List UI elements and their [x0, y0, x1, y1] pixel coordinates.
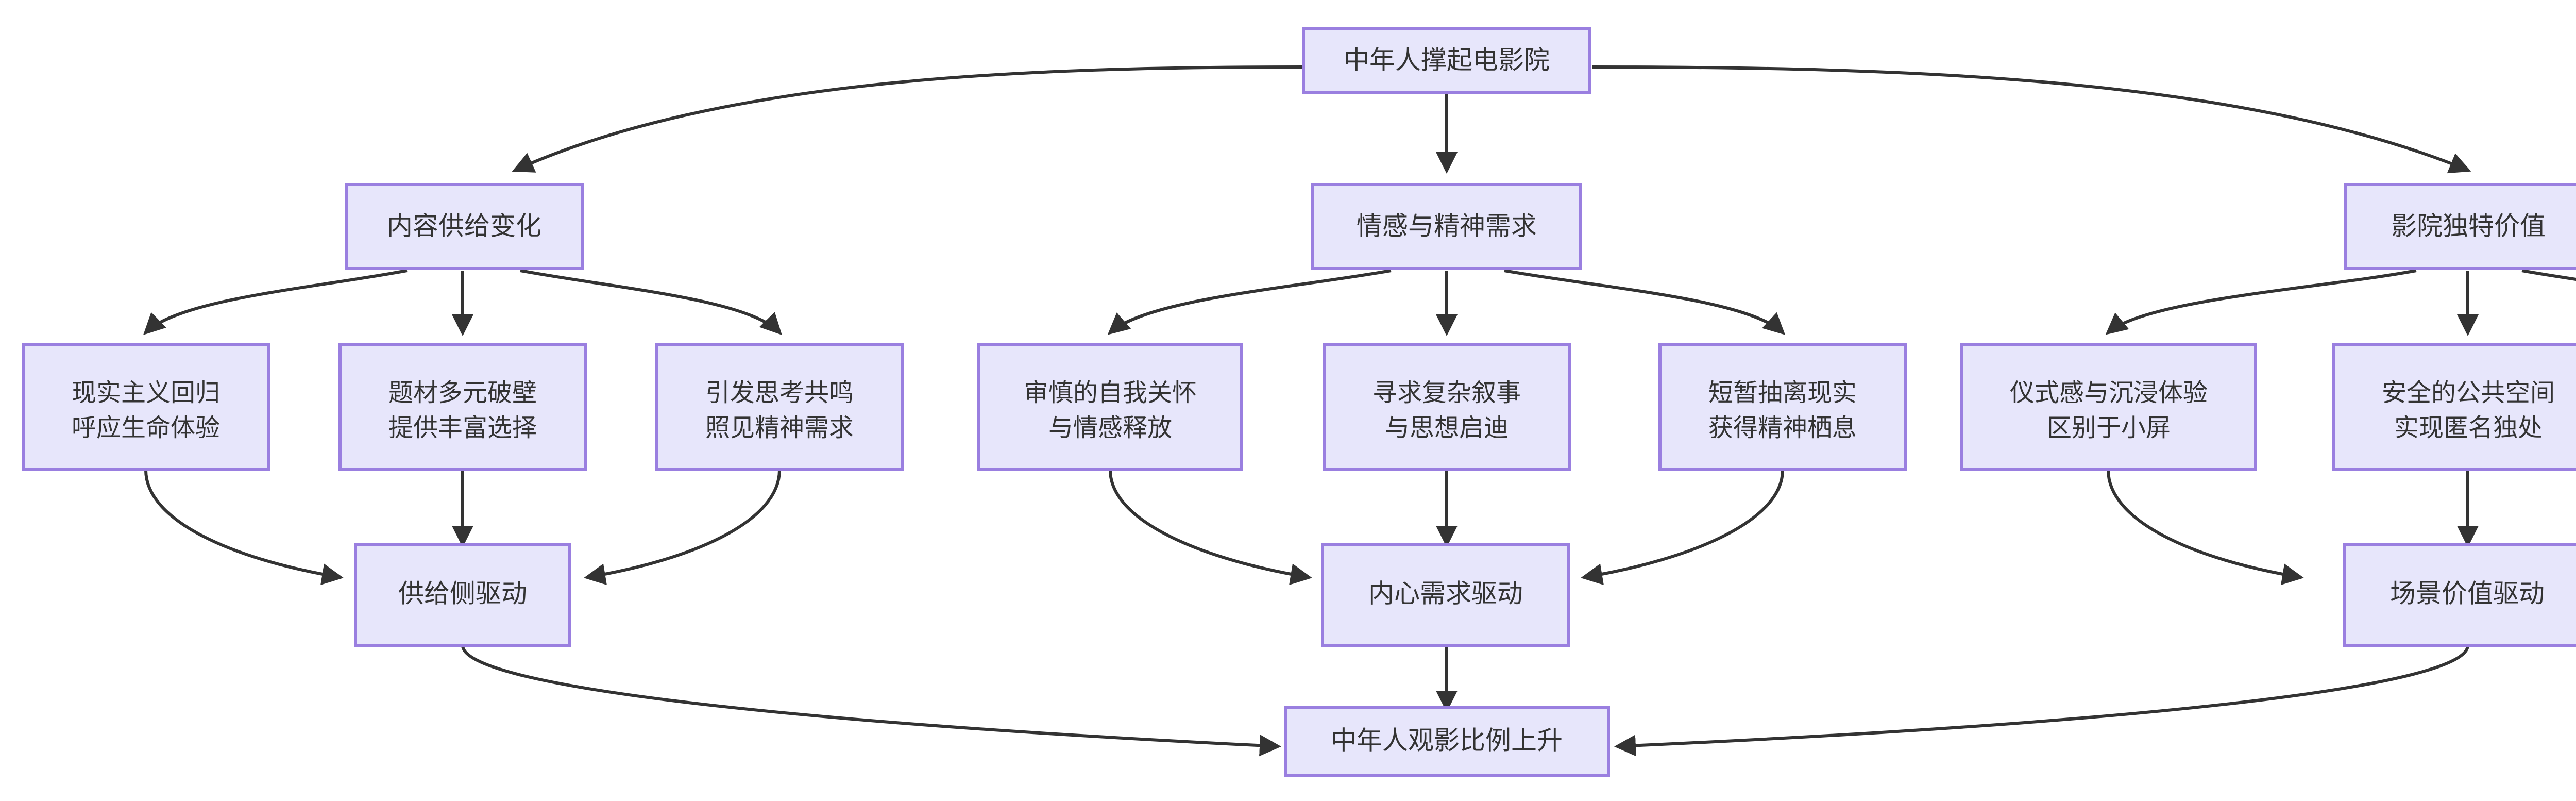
- node-leaf-1-box[interactable]: [22, 343, 270, 471]
- node-root-label: 中年人撑起电影院: [1344, 45, 1550, 75]
- node-leaf-2-line2: 提供丰富选择: [388, 413, 537, 442]
- node-leaf-6[interactable]: 短暂抽离现实 获得精神栖息: [1658, 343, 1907, 471]
- edge-scene-to-outcome: [1614, 645, 2469, 757]
- node-leaf-8-line2: 实现匿名独处: [2394, 413, 2543, 442]
- edge-cinema-to-leaf7: [2105, 269, 2417, 335]
- node-leaf-6-box[interactable]: [1658, 343, 1907, 471]
- edge-layer: [143, 65, 2576, 757]
- edge-cinema-to-leaf9: [2521, 269, 2576, 281]
- node-driver-supply-label: 供给侧驱动: [398, 579, 527, 609]
- node-leaf-3-line1: 引发思考共鸣: [705, 378, 854, 407]
- edge-root-to-content: [512, 65, 1304, 173]
- edge-root-to-cinema: [1591, 65, 2471, 174]
- node-outcome-box[interactable]: [1284, 706, 1610, 777]
- node-leaf-1[interactable]: 现实主义回归 呼应生命体验: [22, 343, 270, 471]
- node-leaf-3-box[interactable]: [655, 343, 904, 471]
- node-leaf-3[interactable]: 引发思考共鸣 照见精神需求: [655, 343, 904, 471]
- node-branch-cinema-box[interactable]: [2344, 183, 2576, 270]
- node-leaf-8-box[interactable]: [2332, 343, 2576, 471]
- node-branch-emotion[interactable]: 情感与精神需求: [1311, 183, 1582, 270]
- edge-leaf7-to-scene: [2107, 470, 2304, 585]
- node-root-box[interactable]: [1302, 27, 1591, 94]
- node-leaf-5[interactable]: 寻求复杂叙事 与思想启迪: [1323, 343, 1571, 471]
- node-driver-inner[interactable]: 内心需求驱动: [1321, 543, 1570, 647]
- node-leaf-4[interactable]: 审慎的自我关怀 与情感释放: [977, 343, 1243, 471]
- edge-supply-to-outcome: [461, 645, 1281, 757]
- node-branch-emotion-label: 情感与精神需求: [1357, 211, 1537, 241]
- node-driver-inner-box[interactable]: [1321, 543, 1570, 647]
- node-driver-scene-box[interactable]: [2343, 543, 2576, 647]
- node-branch-emotion-box[interactable]: [1311, 183, 1582, 270]
- node-driver-inner-label: 内心需求驱动: [1368, 579, 1523, 609]
- node-leaf-4-box[interactable]: [977, 343, 1243, 471]
- edge-leaf3-to-supply: [584, 470, 781, 585]
- node-leaf-7[interactable]: 仪式感与沉浸体验 区别于小屏: [1960, 343, 2257, 471]
- node-leaf-5-line2: 与思想启迪: [1385, 413, 1509, 442]
- node-leaf-1-line1: 现实主义回归: [72, 378, 220, 407]
- edge-leaf6-to-inner: [1581, 470, 1784, 585]
- node-leaf-2-box[interactable]: [338, 343, 587, 471]
- node-leaf-2-line1: 题材多元破壁: [388, 378, 537, 407]
- edge-content-to-leaf3: [520, 269, 782, 336]
- edge-leaf1-to-supply: [144, 470, 344, 585]
- node-leaf-4-line2: 与情感释放: [1048, 413, 1172, 442]
- node-leaf-3-line2: 照见精神需求: [705, 413, 854, 442]
- node-driver-scene[interactable]: 场景价值驱动: [2343, 543, 2576, 647]
- node-layer: 中年人撑起电影院 内容供给变化 情感与精神需求 影院独特价值 现实主义回归 呼应…: [22, 27, 2576, 777]
- node-leaf-5-line1: 寻求复杂叙事: [1372, 378, 1521, 407]
- node-driver-supply[interactable]: 供给侧驱动: [354, 543, 571, 647]
- edge-emotion-to-leaf6: [1504, 269, 1786, 335]
- node-leaf-6-line2: 获得精神栖息: [1708, 413, 1857, 442]
- node-leaf-7-box[interactable]: [1960, 343, 2257, 471]
- node-leaf-4-line1: 审慎的自我关怀: [1024, 378, 1197, 407]
- node-root[interactable]: 中年人撑起电影院: [1302, 27, 1591, 94]
- node-leaf-7-line2: 区别于小屏: [2047, 413, 2171, 442]
- node-leaf-2[interactable]: 题材多元破壁 提供丰富选择: [338, 343, 587, 471]
- node-leaf-5-box[interactable]: [1323, 343, 1571, 471]
- node-branch-content[interactable]: 内容供给变化: [345, 183, 584, 270]
- node-outcome[interactable]: 中年人观影比例上升: [1284, 706, 1610, 777]
- node-branch-cinema[interactable]: 影院独特价值: [2344, 183, 2576, 270]
- node-branch-cinema-label: 影院独特价值: [2391, 211, 2546, 241]
- edge-leaf4-to-inner: [1109, 470, 1312, 585]
- node-leaf-1-line2: 呼应生命体验: [72, 413, 220, 442]
- node-leaf-8[interactable]: 安全的公共空间 实现匿名独处: [2332, 343, 2576, 471]
- node-branch-content-label: 内容供给变化: [387, 211, 541, 241]
- node-driver-supply-box[interactable]: [354, 543, 571, 647]
- node-branch-content-box[interactable]: [345, 183, 584, 270]
- node-leaf-7-line1: 仪式感与沉浸体验: [2010, 378, 2208, 407]
- node-leaf-8-line1: 安全的公共空间: [2382, 378, 2555, 407]
- edge-content-to-leaf1: [143, 269, 408, 335]
- node-outcome-label: 中年人观影比例上升: [1331, 726, 1563, 756]
- node-leaf-6-line1: 短暂抽离现实: [1708, 378, 1857, 407]
- node-driver-scene-label: 场景价值驱动: [2390, 579, 2545, 609]
- edge-emotion-to-leaf4: [1107, 269, 1392, 335]
